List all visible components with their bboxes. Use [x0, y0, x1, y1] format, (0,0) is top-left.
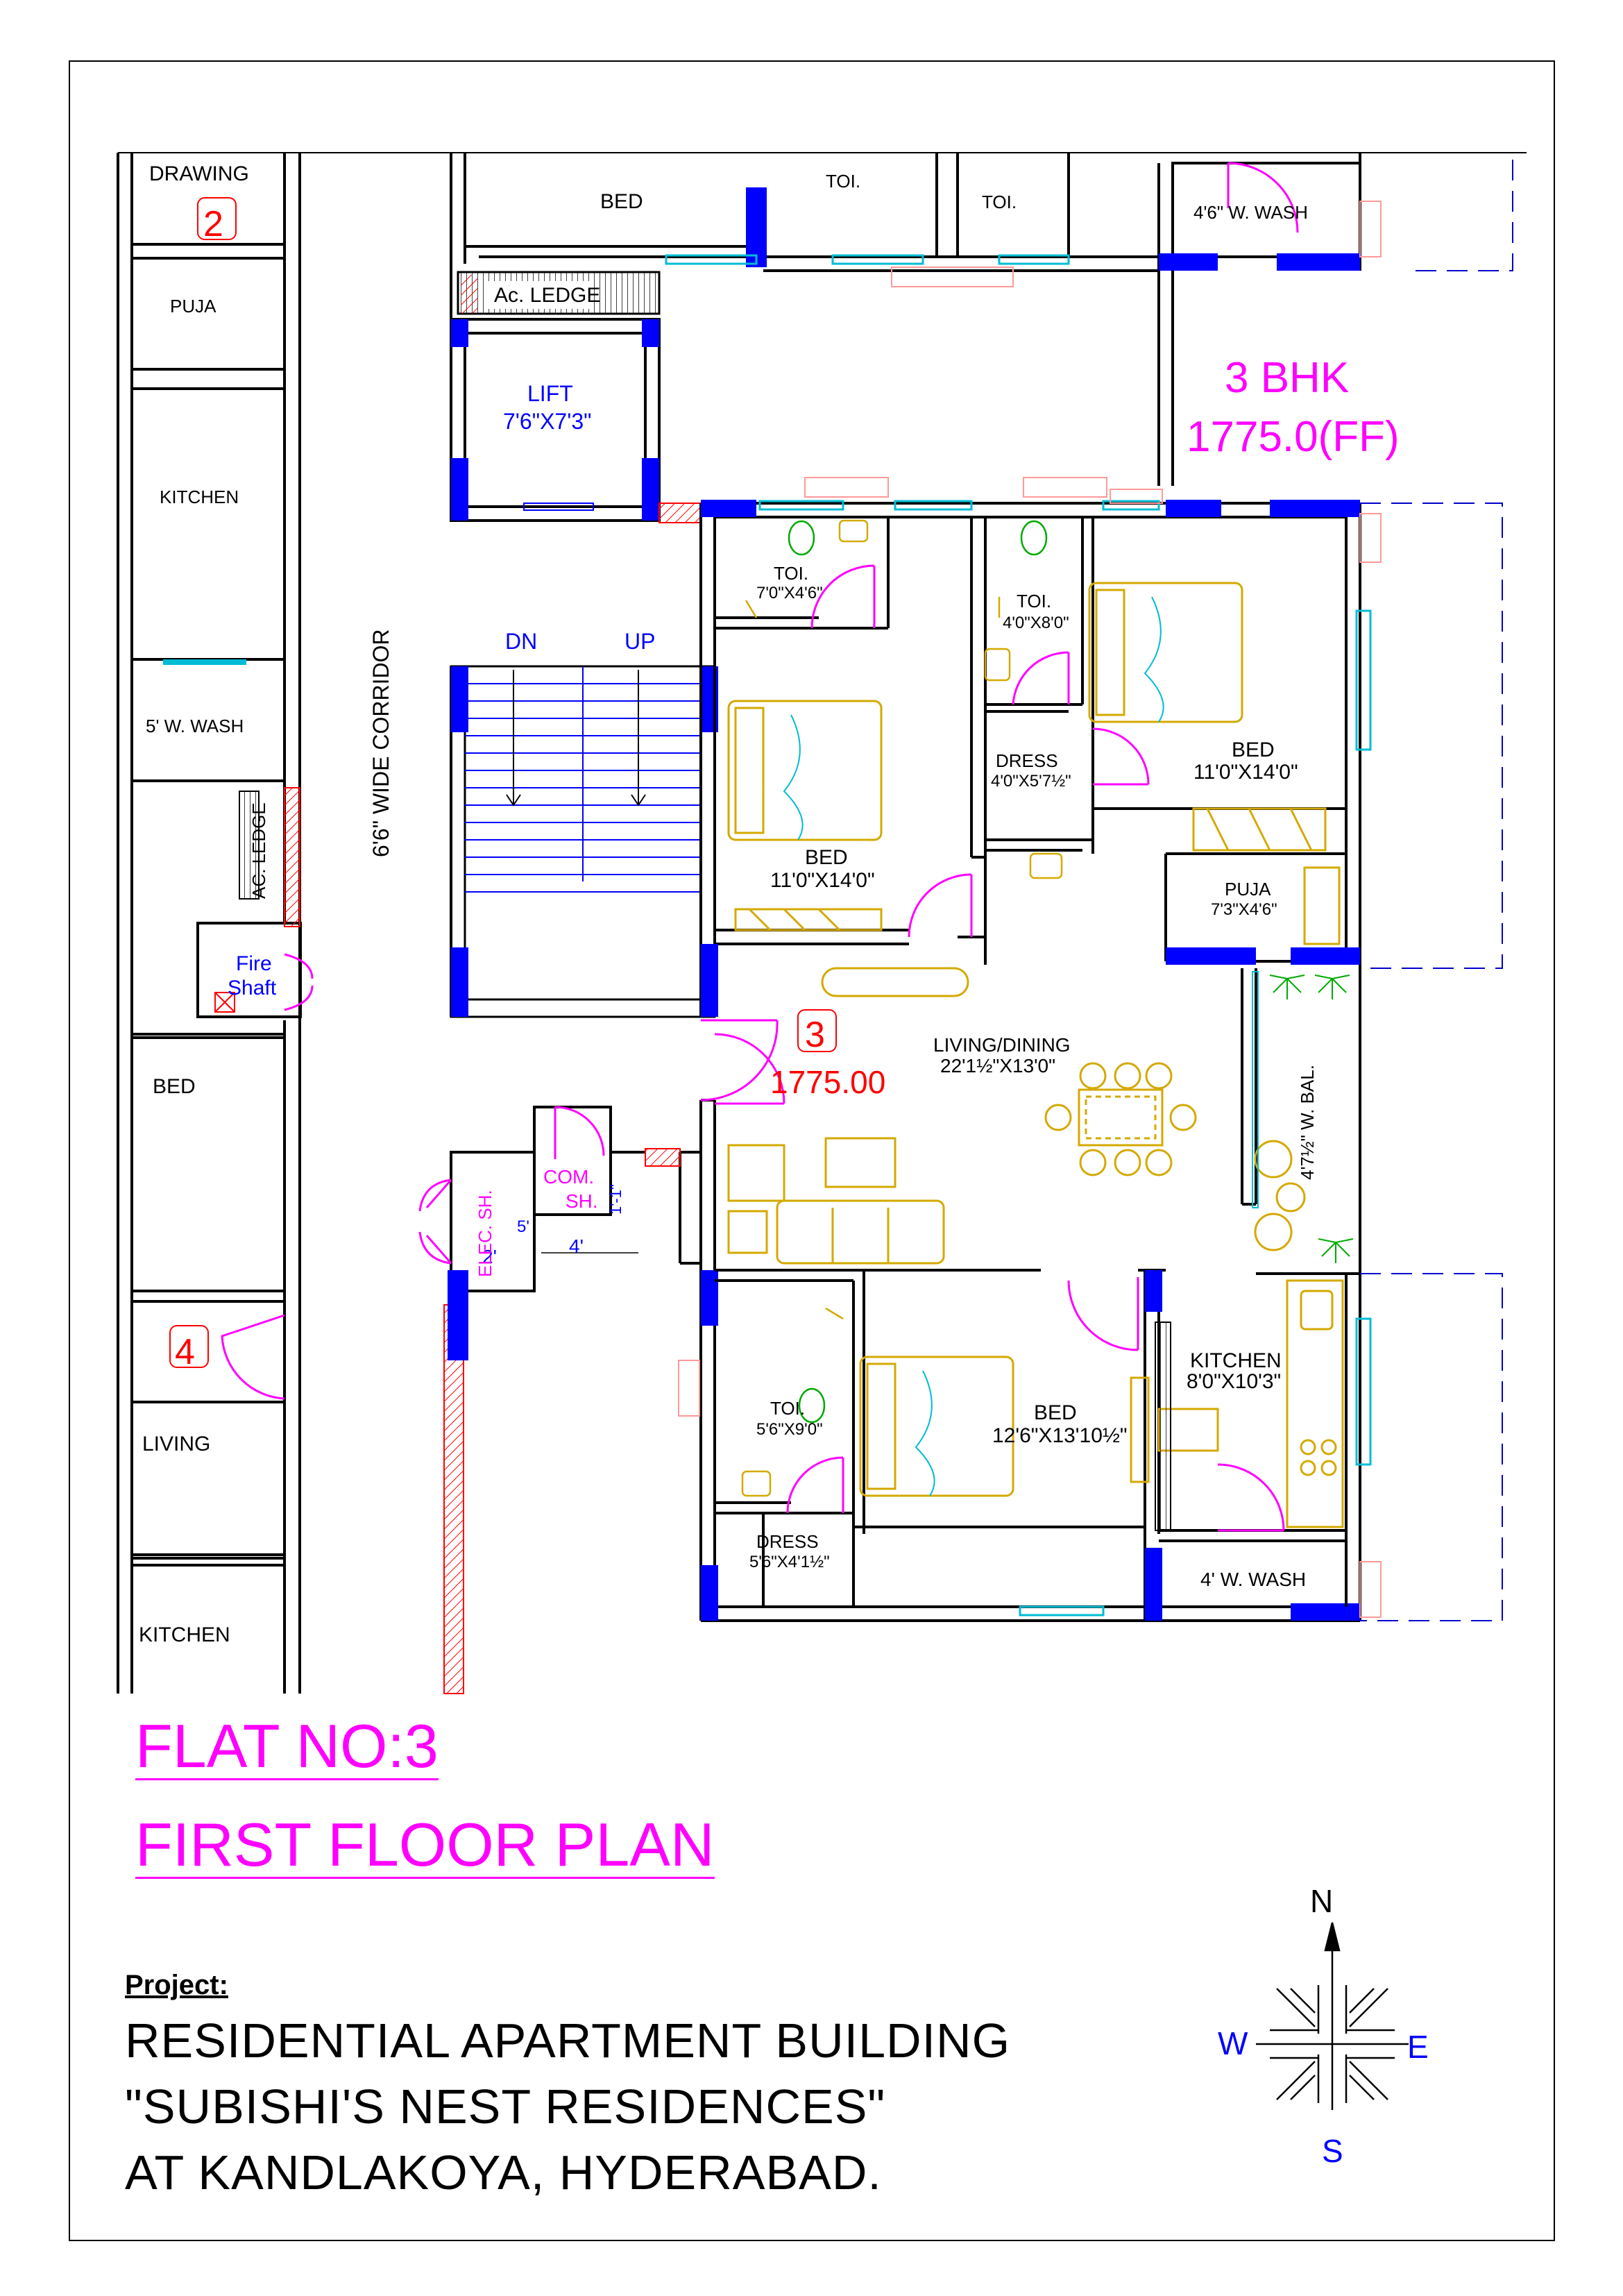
label-wash-left: 5' W. WASH	[146, 716, 244, 736]
label-toi-top-2: TOI.	[982, 192, 1017, 212]
shafts	[450, 1106, 645, 1292]
flat-4-marker	[169, 1325, 209, 1368]
dining-table	[1044, 1062, 1197, 1176]
label-lift: LIFT	[527, 381, 573, 406]
label-puja: PUJA	[1225, 879, 1271, 900]
flat-number-title: FLAT NO:3	[135, 1712, 439, 1781]
sofa-set	[727, 1137, 1306, 1265]
flat-3-marker	[797, 1009, 837, 1052]
label-dress3: DRESS	[756, 1531, 819, 1552]
label-puja-left: PUJA	[170, 296, 216, 316]
project-line-3: AT KANDLAKOYA, HYDERABAD.	[125, 2145, 882, 2200]
label-com-sh-dim: 1'-1"	[607, 1184, 624, 1215]
label-toi3: TOI.	[770, 1398, 805, 1419]
compass-south: S	[1322, 2133, 1343, 2169]
flat-2-number: 2	[203, 204, 223, 244]
label-dim-5: 5'	[517, 1217, 529, 1236]
label-toi2-size: 4'0"X8'0"	[1003, 614, 1069, 632]
label-com-sh-2: SH.	[566, 1190, 598, 1212]
flat-3-walls	[679, 502, 1361, 1622]
compass-east: E	[1407, 2029, 1429, 2065]
label-elec-sh: ELEC. SH.	[475, 1190, 495, 1277]
label-wash-bottom: 4' W. WASH	[1200, 1569, 1306, 1590]
summary-type: 3 BHK	[1225, 354, 1349, 402]
label-dim-2: 2'	[482, 1246, 497, 1267]
label-stair-dn: DN	[505, 629, 537, 654]
label-bed2: BED	[1232, 738, 1275, 761]
label-bed2-size: 11'0"X14'0"	[1193, 761, 1298, 784]
compass-north: N	[1310, 1883, 1333, 1919]
flat-2-marker	[197, 197, 237, 240]
label-kitchen-size: 8'0"X10'3"	[1187, 1370, 1281, 1393]
project-line-1: RESIDENTIAL APARTMENT BUILDING	[125, 2014, 1011, 2068]
label-bed1-size: 11'0"X14'0"	[770, 869, 875, 892]
label-toi2: TOI.	[1017, 591, 1051, 611]
label-bed3: BED	[1034, 1401, 1077, 1424]
project-line-2: "SUBISHI'S NEST RESIDENCES"	[125, 2079, 886, 2134]
label-dress1-size: 4'0"X5'7½"	[991, 772, 1071, 791]
label-dim-4: 4'	[569, 1235, 584, 1257]
label-bed1: BED	[805, 846, 848, 869]
label-fire-shaft-2: Shaft	[228, 977, 277, 999]
label-drawing: DRAWING	[149, 162, 249, 185]
label-fire-shaft-1: Fire	[236, 952, 272, 975]
compass-rose	[1256, 1922, 1409, 2110]
label-toi1: TOI.	[774, 563, 808, 584]
label-toi-top-1: TOI.	[826, 171, 860, 192]
sheet-border	[69, 60, 1555, 2241]
label-balcony: 4'7½" W. BAL.	[1297, 1065, 1318, 1180]
lift-shaft	[450, 318, 661, 522]
flat-3-number: 3	[805, 1015, 825, 1055]
label-lift-size: 7'6"X7'3"	[503, 409, 591, 434]
label-toi1-size: 7'0"X4'6"	[756, 584, 823, 602]
label-living-left: LIVING	[142, 1433, 210, 1455]
label-corridor: 6'6" WIDE CORRIDOR	[368, 629, 393, 857]
label-kitchen-left-top: KITCHEN	[160, 487, 239, 507]
label-stair-up: UP	[624, 629, 655, 654]
flat-4-number: 4	[175, 1332, 195, 1372]
summary-area: 1775.0(FF)	[1187, 413, 1400, 461]
label-bed-left: BED	[153, 1075, 196, 1098]
label-ac-ledge-left: AC. LEDGE	[248, 802, 269, 899]
label-toi3-size: 5'6"X9'0"	[756, 1420, 823, 1439]
label-living-size: 22'1½"X13'0"	[940, 1055, 1055, 1077]
label-com-sh-1: COM.	[543, 1166, 594, 1188]
project-heading: Project:	[125, 1970, 228, 2000]
label-ac-ledge-top: Ac. LEDGE	[494, 284, 600, 307]
flat-3-area: 1775.00	[770, 1064, 885, 1100]
label-puja-size: 7'3"X4'6"	[1211, 900, 1277, 919]
label-kitchen-left-bottom: KITCHEN	[139, 1623, 230, 1646]
left-block	[117, 153, 302, 1694]
label-wash-top: 4'6" W. WASH	[1193, 202, 1308, 223]
label-bed-top: BED	[600, 190, 643, 213]
label-dress3-size: 5'6"X4'1½"	[749, 1553, 830, 1571]
label-living: LIVING/DINING	[933, 1034, 1071, 1056]
floor-plan-title: FIRST FLOOR PLAN	[135, 1810, 715, 1880]
bed-furniture	[727, 582, 1243, 1497]
label-bed3-size: 12'6"X13'10½"	[992, 1424, 1128, 1447]
label-dress1: DRESS	[996, 750, 1058, 771]
label-kitchen: KITCHEN	[1190, 1349, 1282, 1372]
compass-west: W	[1218, 2025, 1248, 2061]
